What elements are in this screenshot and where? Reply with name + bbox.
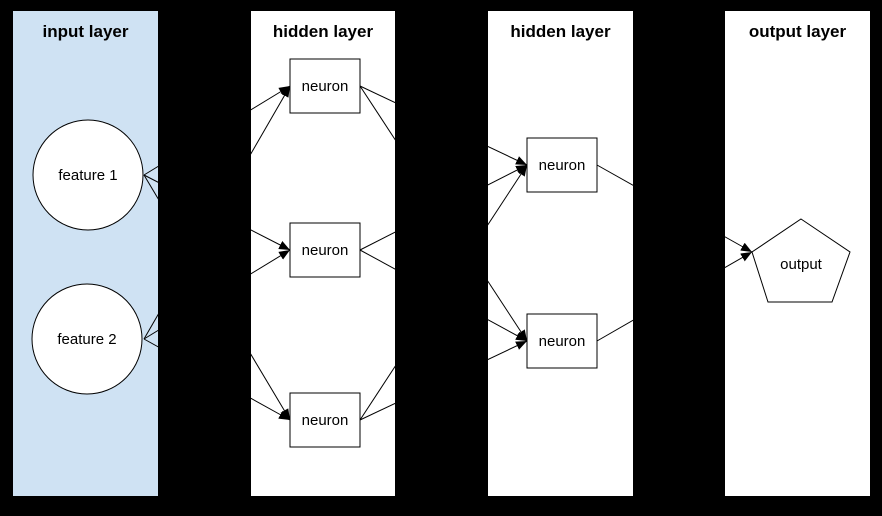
node-feature-1 [32,119,144,231]
node-label-hidden1-neuron2: neuron [302,242,349,259]
node-label-hidden1-neuron1: neuron [302,78,349,95]
node-label-feature-1: feature 1 [58,167,117,184]
layer-title-input: input layer [43,22,129,41]
node-feature-2 [31,283,143,395]
edge-h2n2-output [596,251,753,342]
node-output [751,218,851,303]
layer-title-hidden-2: hidden layer [510,22,611,41]
node-label-hidden1-neuron3: neuron [302,412,349,429]
edge-h1n2-h2n1 [359,164,528,251]
edge-feature2-h1n3 [143,338,291,421]
node-hidden1-neuron1 [289,58,361,114]
edge-h1n3-h2n2 [359,340,528,421]
layer-title-hidden-1: hidden layer [273,22,374,41]
node-label-hidden2-neuron1: neuron [539,157,586,174]
node-hidden1-neuron3 [289,392,361,448]
hidden-layer-2-panel [488,11,633,496]
node-label-feature-2: feature 2 [57,331,116,348]
node-label-output: output [780,256,823,273]
node-label-hidden2-neuron2: neuron [539,333,586,350]
edge-h1n2-h2n2 [359,249,528,342]
node-hidden2-neuron1 [526,137,598,193]
edge-feature1-h1n1 [143,85,291,176]
edge-h1n1-h2n1 [359,85,528,166]
edge-feature1-h1n3 [143,174,291,421]
node-hidden2-neuron2 [526,313,598,369]
edge-feature2-h1n2 [143,249,291,340]
edge-feature2-h1n1 [143,85,291,340]
node-hidden1-neuron2 [289,222,361,278]
edge-h2n1-output [596,164,753,253]
input-layer-panel [13,11,158,496]
edge-h1n1-h2n2 [359,85,528,342]
edge-h1n3-h2n1 [359,164,528,421]
layer-title-output: output layer [749,22,847,41]
